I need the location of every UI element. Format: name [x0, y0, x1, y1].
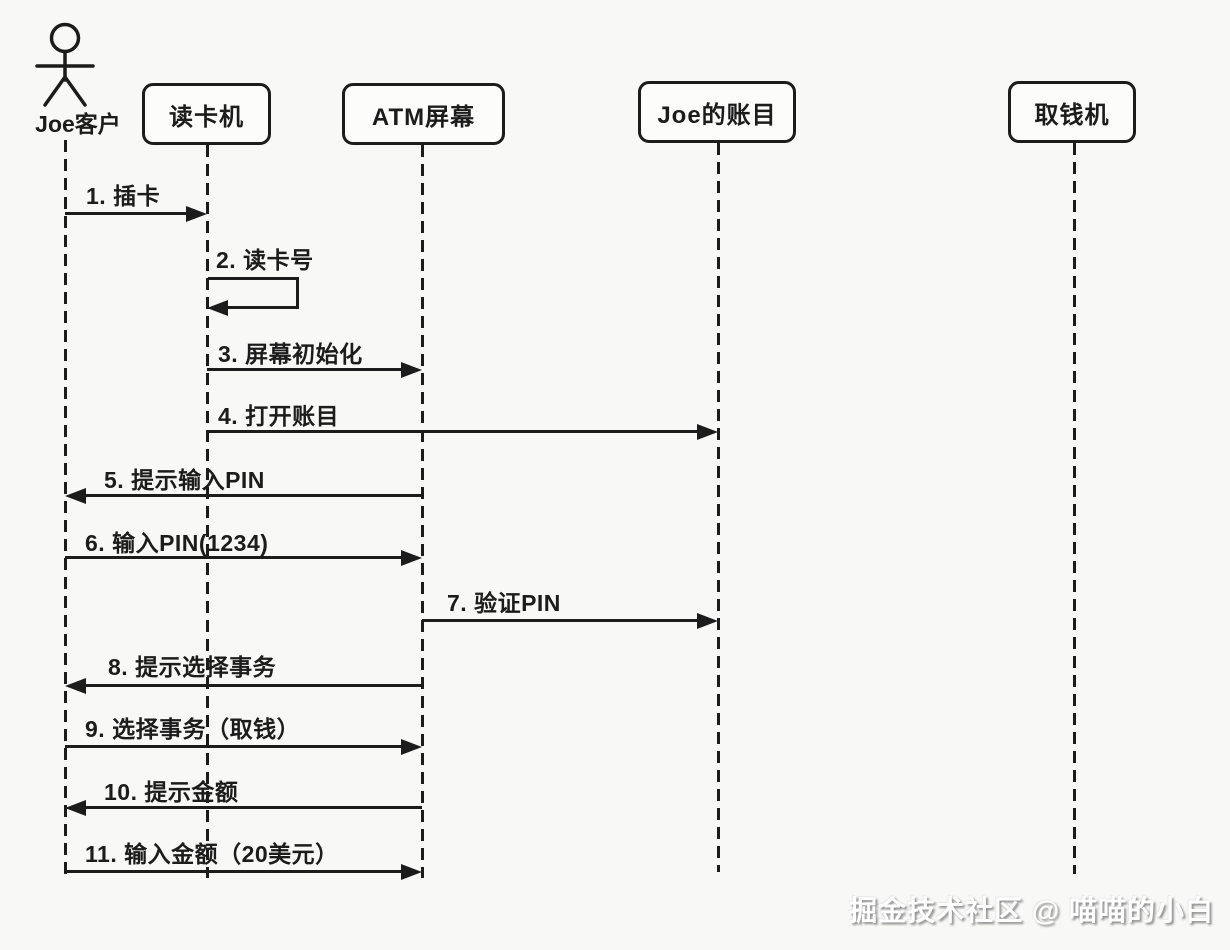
- message-label-6: 6. 输入PIN(1234): [85, 530, 269, 556]
- message-arrow-5: [85, 494, 422, 497]
- arrowhead-right-7: [697, 613, 718, 629]
- message-self-return-2: [227, 306, 299, 309]
- message-label-4: 4. 打开账目: [218, 403, 340, 429]
- message-arrow-7: [422, 619, 700, 622]
- arrowhead-right-4: [697, 424, 718, 440]
- message-label-5: 5. 提示输入PIN: [104, 467, 265, 493]
- message-label-11: 11. 输入金额（20美元）: [85, 841, 339, 867]
- arrowhead-left-5: [65, 488, 86, 504]
- message-label-9: 9. 选择事务（取钱）: [85, 716, 301, 742]
- participant-box-joe-account: Joe的账目: [638, 81, 796, 143]
- message-arrow-3: [207, 368, 404, 371]
- message-label-3: 3. 屏幕初始化: [218, 341, 363, 367]
- message-arrow-9: [65, 745, 404, 748]
- participant-label-joe-account: Joe的账目: [657, 101, 777, 129]
- message-arrow-8: [85, 684, 422, 687]
- message-label-10: 10. 提示金额: [104, 779, 239, 805]
- message-label-1: 1. 插卡: [86, 183, 161, 209]
- arrowhead-right-1: [186, 206, 207, 222]
- arrowhead-right-3: [401, 362, 422, 378]
- message-arrow-4: [207, 430, 700, 433]
- actor-label: Joe客户: [35, 111, 121, 137]
- participant-label-card-reader: 读卡机: [169, 103, 244, 131]
- arrowhead-left-2: [207, 300, 228, 316]
- lifeline-cash-dispenser: [1073, 143, 1076, 874]
- message-self-side-2: [296, 277, 299, 309]
- message-label-8: 8. 提示选择事务: [108, 654, 277, 680]
- watermark: 掘金技术社区 @ 喵喵的小白: [849, 895, 1214, 926]
- message-label-7: 7. 验证PIN: [447, 590, 561, 616]
- arrowhead-right-9: [401, 739, 422, 755]
- message-arrow-6: [65, 556, 404, 559]
- message-label-2: 2. 读卡号: [216, 247, 314, 273]
- arrowhead-left-10: [65, 800, 86, 816]
- participant-box-cash-dispenser: 取钱机: [1008, 81, 1136, 143]
- message-arrow-10: [85, 806, 422, 809]
- lifeline-joe-account: [717, 143, 720, 872]
- participant-label-atm-screen: ATM屏幕: [371, 103, 476, 131]
- actor-person-icon: [35, 22, 95, 107]
- message-arrow-1: [65, 212, 189, 215]
- message-self-top-2: [208, 277, 299, 280]
- lifeline-joe: [64, 140, 67, 878]
- lifeline-atm-screen: [421, 145, 424, 878]
- participant-box-atm-screen: ATM屏幕: [342, 83, 505, 145]
- message-arrow-11: [65, 870, 404, 873]
- arrowhead-left-8: [65, 678, 86, 694]
- participant-label-cash-dispenser: 取钱机: [1034, 101, 1110, 129]
- lifeline-card-reader: [206, 145, 209, 878]
- arrowhead-right-11: [401, 864, 422, 880]
- participant-box-card-reader: 读卡机: [142, 83, 271, 145]
- arrowhead-right-6: [401, 550, 422, 566]
